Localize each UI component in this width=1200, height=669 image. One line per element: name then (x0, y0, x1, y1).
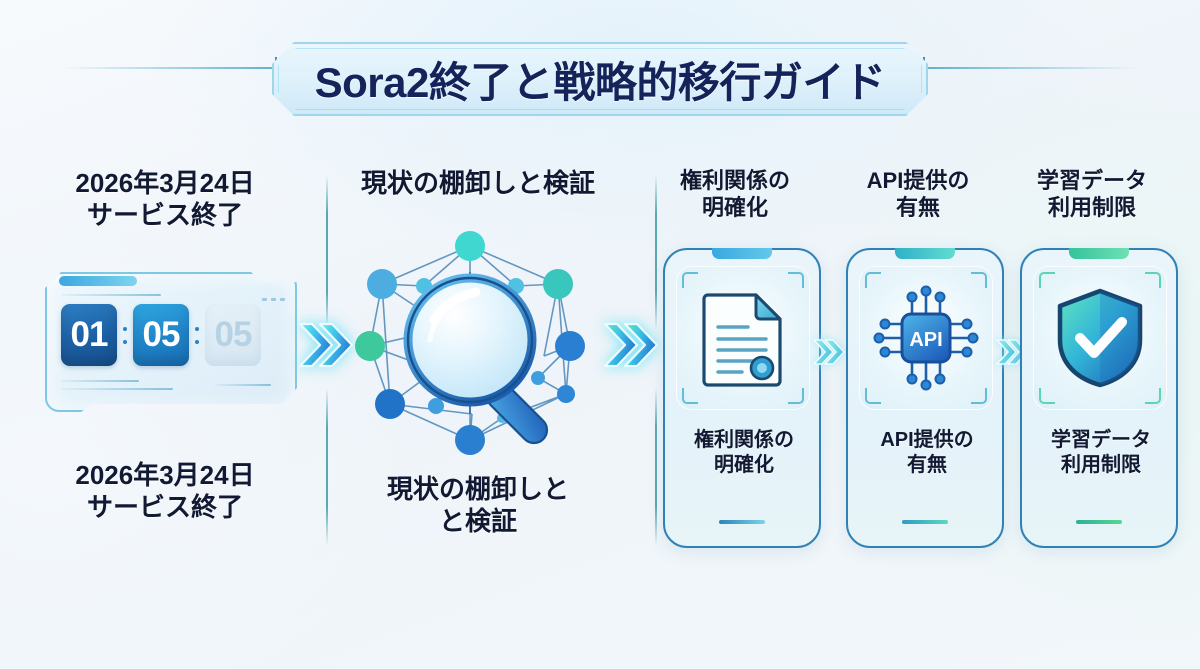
countdown-rule-b (61, 388, 173, 390)
card-rights-label: 権利関係の 明確化 (694, 429, 794, 476)
stage-audit-heading: 現状の棚卸しと検証 (360, 168, 595, 198)
stage-audit-caption: 現状の棚卸しと と検証 (386, 474, 569, 536)
magnifier-network-icon (352, 228, 604, 460)
card-api-label: API提供の 有無 (880, 429, 974, 476)
divider-2-upper (655, 175, 657, 330)
card-api-bar (902, 520, 948, 524)
countdown-rule-top (61, 294, 161, 296)
card-training-data-label: 学習データ 利用制限 (1051, 429, 1151, 476)
timer-colon-1 (120, 314, 130, 356)
countdown-rule-c (215, 384, 271, 386)
title-left-rule (60, 67, 276, 69)
card-api[interactable]: API API提供の 有無 (846, 248, 1004, 548)
countdown-dash-marks (262, 298, 285, 301)
title-right-rule (924, 67, 1140, 69)
card-rights[interactable]: 権利関係の 明確化 (663, 248, 821, 548)
countdown-accent-bar (59, 276, 137, 286)
countdown-rule-a (61, 380, 139, 382)
divider-1-upper (326, 175, 328, 330)
countdown-timer-icon: 01 05 05 (45, 272, 297, 412)
double-chevron-right-icon (812, 336, 846, 368)
timer-segment-minutes: 05 (133, 304, 189, 366)
card-rights-bar (719, 520, 765, 524)
card-training-data-bar (1076, 520, 1122, 524)
api-chip-text: API (909, 329, 942, 351)
card-api-heading: API提供の 有無 (866, 168, 970, 220)
title-header: Sora2終了と戦略的移行ガイド (0, 20, 1200, 116)
shield-check-icon (1033, 266, 1167, 410)
card-rights-icon-frame (676, 266, 810, 410)
card-notch (1069, 248, 1129, 259)
card-notch (712, 248, 772, 259)
timer-segment-seconds: 05 (205, 304, 261, 366)
stage-countdown-caption: 2026年3月24日 サービス終了 (75, 460, 255, 522)
card-api-icon-frame: API (859, 266, 993, 410)
timer-colon-2 (192, 314, 202, 356)
title-banner (272, 42, 928, 116)
card-notch (895, 248, 955, 259)
page-title: Sora2終了と戦略的移行ガイド (314, 58, 886, 106)
card-training-data[interactable]: 学習データ 利用制限 (1020, 248, 1178, 548)
divider-2-lower (655, 388, 657, 546)
timer-segment-hours: 01 (61, 304, 117, 366)
card-rights-heading: 権利関係の 明確化 (679, 168, 790, 220)
divider-1-lower (326, 388, 328, 546)
card-training-data-icon-frame (1033, 266, 1167, 410)
stage-countdown-heading: 2026年3月24日 サービス終了 (75, 168, 255, 230)
double-chevron-right-icon (298, 318, 354, 372)
document-certificate-icon (676, 266, 810, 410)
api-chip-icon: API (859, 266, 993, 410)
countdown-digits: 01 05 05 (61, 304, 261, 366)
card-training-data-heading: 学習データ 利用制限 (1036, 168, 1147, 220)
double-chevron-right-icon (603, 318, 659, 372)
